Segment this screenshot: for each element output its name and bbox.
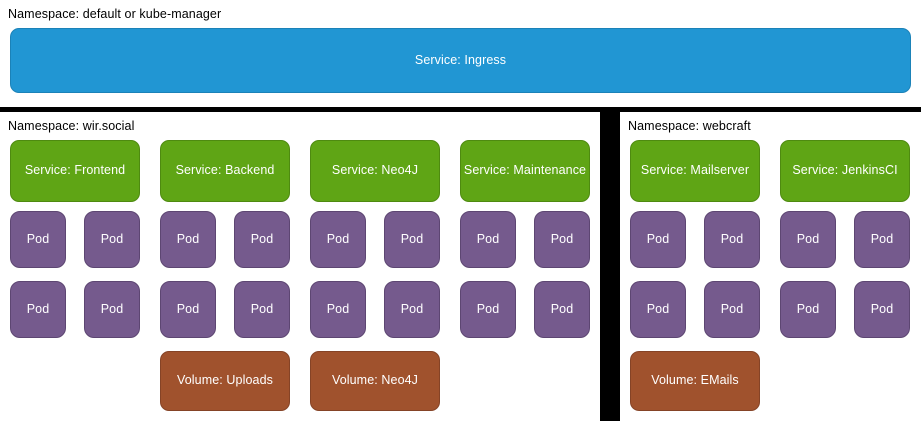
namespace-label-wir-social: Namespace: wir.social [8, 119, 135, 133]
service-node-jenkinsci[interactable]: Service: JenkinsCI [780, 140, 910, 202]
pod-node[interactable]: Pod [460, 211, 516, 268]
pod-node[interactable]: Pod [460, 281, 516, 338]
service-node-mailserver[interactable]: Service: Mailserver [630, 140, 760, 202]
pod-node[interactable]: Pod [780, 211, 836, 268]
pod-node[interactable]: Pod [84, 281, 140, 338]
volume-node-emails[interactable]: Volume: EMails [630, 351, 760, 411]
pod-node[interactable]: Pod [704, 281, 760, 338]
pod-node[interactable]: Pod [10, 281, 66, 338]
pod-node[interactable]: Pod [384, 281, 440, 338]
namespace-panel-default: Namespace: default or kube-manager Servi… [0, 0, 921, 107]
pod-node[interactable]: Pod [10, 211, 66, 268]
volume-node-uploads[interactable]: Volume: Uploads [160, 351, 290, 411]
pod-node[interactable]: Pod [854, 211, 910, 268]
service-node-frontend[interactable]: Service: Frontend [10, 140, 140, 202]
pod-node[interactable]: Pod [234, 211, 290, 268]
pod-node[interactable]: Pod [534, 281, 590, 338]
pod-node[interactable]: Pod [780, 281, 836, 338]
pod-node[interactable]: Pod [234, 281, 290, 338]
service-node-maintenance[interactable]: Service: Maintenance [460, 140, 590, 202]
pod-node[interactable]: Pod [160, 211, 216, 268]
pod-node[interactable]: Pod [630, 281, 686, 338]
namespace-label-webcraft: Namespace: webcraft [628, 119, 751, 133]
service-node-backend[interactable]: Service: Backend [160, 140, 290, 202]
pod-node[interactable]: Pod [84, 211, 140, 268]
namespace-label-default: Namespace: default or kube-manager [8, 7, 222, 21]
pod-node[interactable]: Pod [704, 211, 760, 268]
service-node-ingress[interactable]: Service: Ingress [10, 28, 911, 93]
pod-node[interactable]: Pod [160, 281, 216, 338]
pod-node[interactable]: Pod [854, 281, 910, 338]
service-node-neo4j[interactable]: Service: Neo4J [310, 140, 440, 202]
pod-node[interactable]: Pod [310, 281, 366, 338]
pod-node[interactable]: Pod [384, 211, 440, 268]
pod-node[interactable]: Pod [534, 211, 590, 268]
pod-node[interactable]: Pod [310, 211, 366, 268]
pod-node[interactable]: Pod [630, 211, 686, 268]
volume-node-neo4j[interactable]: Volume: Neo4J [310, 351, 440, 411]
